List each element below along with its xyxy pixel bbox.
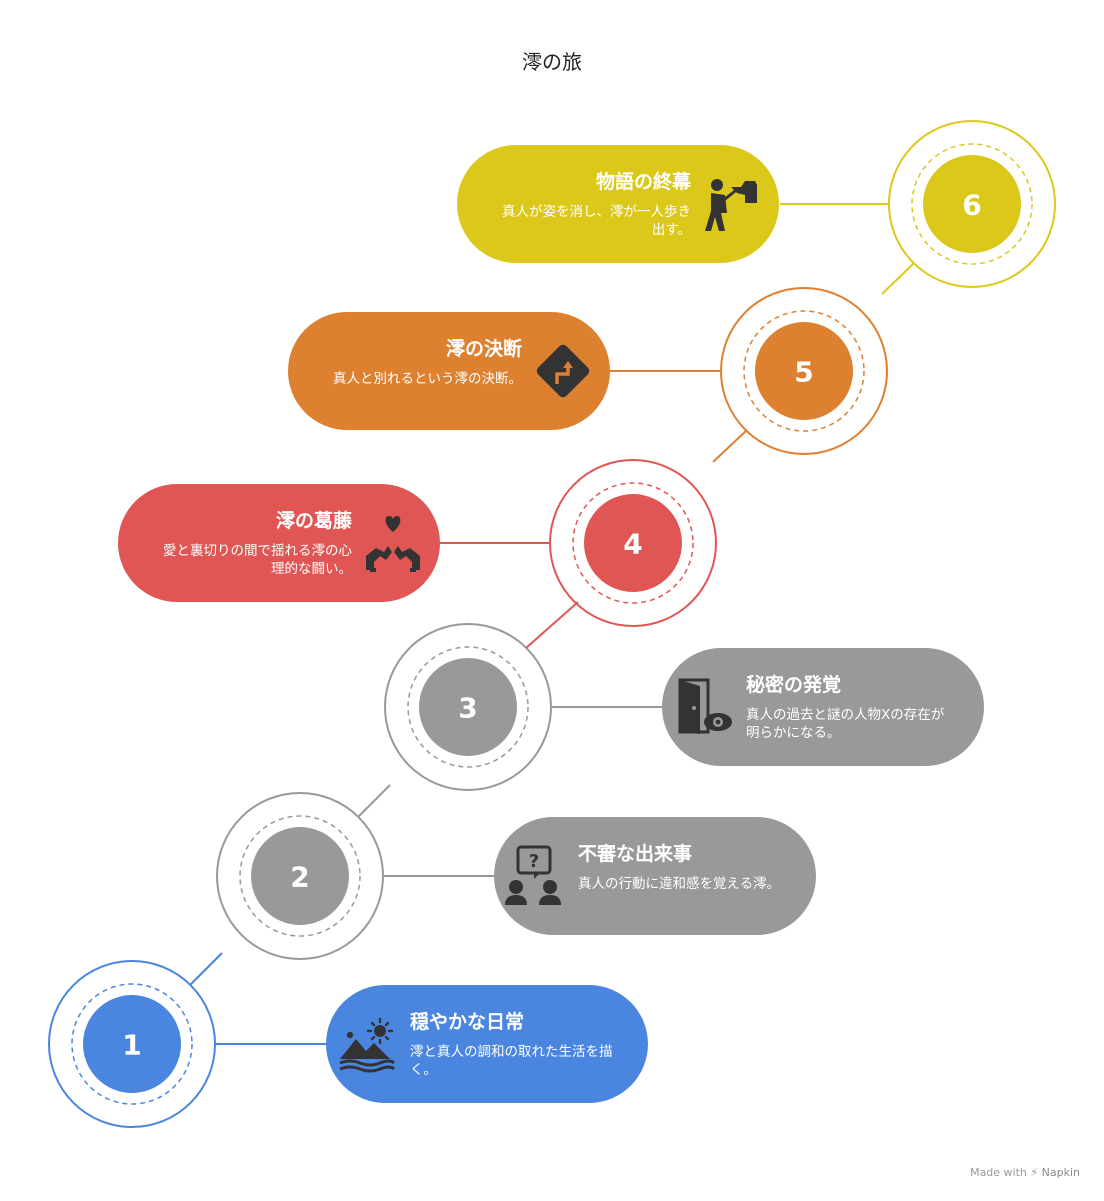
people-question-icon: ?: [505, 845, 561, 905]
connector-3-4: [525, 601, 579, 649]
step-1-title: 穏やかな日常: [410, 1011, 525, 1033]
step-3-node: 3: [384, 601, 662, 791]
step-2-number: 2: [290, 861, 309, 894]
connector-4-5: [712, 429, 748, 463]
footer-attribution: Made with ⚡ Napkin: [970, 1166, 1080, 1179]
connector-2-3: [357, 784, 391, 818]
step-6-node: 6: [780, 120, 1056, 288]
napkin-logo-icon: ⚡: [1030, 1166, 1039, 1179]
step-4-node: 4: [440, 429, 748, 627]
step-1-description: 澪と真人の調和の取れた生活を描く。: [410, 1044, 613, 1078]
connector-5-6: [881, 262, 915, 295]
step-3-description: 真人の過去と謎の人物Xの存在が明らかになる。: [746, 707, 945, 741]
step-5-node: 5: [610, 262, 915, 455]
step-2-title: 不審な出来事: [578, 843, 693, 865]
step-6-title: 物語の終幕: [595, 171, 691, 193]
turn-sign-icon: [536, 344, 590, 398]
step-2-node: 2: [216, 784, 494, 960]
landscape-sun-icon: [339, 1017, 396, 1073]
step-4-number: 4: [623, 528, 642, 561]
step-6-number: 6: [962, 189, 981, 222]
step-2-description: 真人の行動に違和感を覚える澪。: [578, 876, 781, 892]
svg-text:?: ?: [529, 851, 539, 872]
step-6-card: 物語の終幕 真人が姿を消し、澪が一人歩き出す。: [457, 145, 779, 263]
step-1-node: 1: [48, 952, 326, 1128]
step-1-card: 穏やかな日常 澪と真人の調和の取れた生活を描く。: [326, 985, 648, 1103]
step-3-number: 3: [458, 692, 477, 725]
door-eye-icon: [678, 678, 732, 734]
step-1-number: 1: [122, 1029, 141, 1062]
step-5-description: 真人と別れるという澪の決断。: [333, 371, 522, 387]
footer-brand: Napkin: [1041, 1166, 1080, 1179]
step-5-title: 澪の決断: [445, 338, 522, 360]
step-3-title: 秘密の発覚: [746, 674, 842, 696]
person-leaving-icon: [705, 179, 757, 231]
step-5-number: 5: [794, 356, 813, 389]
step-5-card: 澪の決断 真人と別れるという澪の決断。: [288, 312, 610, 430]
step-4-title: 澪の葛藤: [275, 510, 352, 532]
step-2-card: ? 不審な出来事 真人の行動に違和感を覚える澪。: [494, 817, 816, 935]
step-4-card: 澪の葛藤 愛と裏切りの間で揺れる澪の心理的な闘い。: [118, 484, 440, 602]
step-6-description: 真人が姿を消し、澪が一人歩き出す。: [502, 204, 691, 238]
hands-heart-icon: [366, 516, 420, 572]
connector-1-2: [189, 952, 223, 986]
step-3-card: 秘密の発覚 真人の過去と謎の人物Xの存在が明らかになる。: [662, 648, 984, 766]
step-4-description: 愛と裏切りの間で揺れる澪の心理的な闘い。: [163, 543, 352, 577]
footer-made-with: Made with: [970, 1166, 1027, 1179]
page-title: 澪の旅: [522, 50, 582, 74]
